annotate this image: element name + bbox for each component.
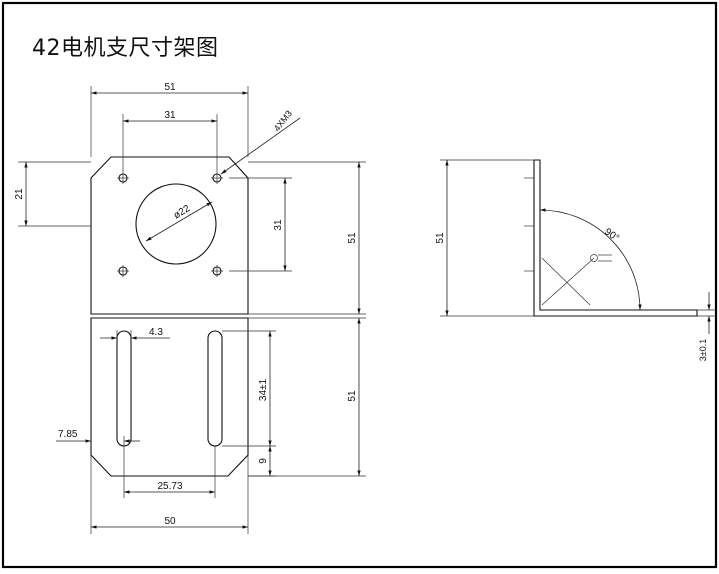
dim-top-width: 51 [164,82,176,93]
dim-angle: 90° [602,226,621,244]
dim-lower-height: 51 [347,390,358,402]
motor-bore-circle [135,183,217,265]
dim-circle-dia: ø22 [172,203,193,222]
screw-hole [117,265,129,277]
drawing-title: 42电机支尺寸架图 [32,36,219,61]
dim-thickness: 3±0.1 [698,339,708,361]
dim-hole-spacing-h: 31 [164,110,176,121]
screw-hole [117,172,129,184]
dim-bottom-width: 50 [164,516,176,527]
dim-upper-height: 51 [347,232,358,244]
dim-top-offset: 21 [14,188,25,200]
dim-holes-callout: 4XM3 [272,109,294,134]
lower-plate [90,317,249,477]
dim-side-height: 51 [435,232,446,244]
dim-slot-spacing: 25.73 [157,481,182,492]
upper-plate [90,156,249,315]
dim-slot-left-offset: 7.85 [58,429,78,440]
mounting-slot [116,330,132,447]
screw-hole [211,172,223,184]
dim-slot-length: 34±1 [258,378,269,401]
dim-slot-bottom: 9 [258,458,269,464]
screw-hole [211,265,223,277]
dim-slot-width: 4.3 [149,327,163,338]
mounting-slot [207,330,223,447]
dim-hole-spacing-v: 31 [273,219,284,231]
